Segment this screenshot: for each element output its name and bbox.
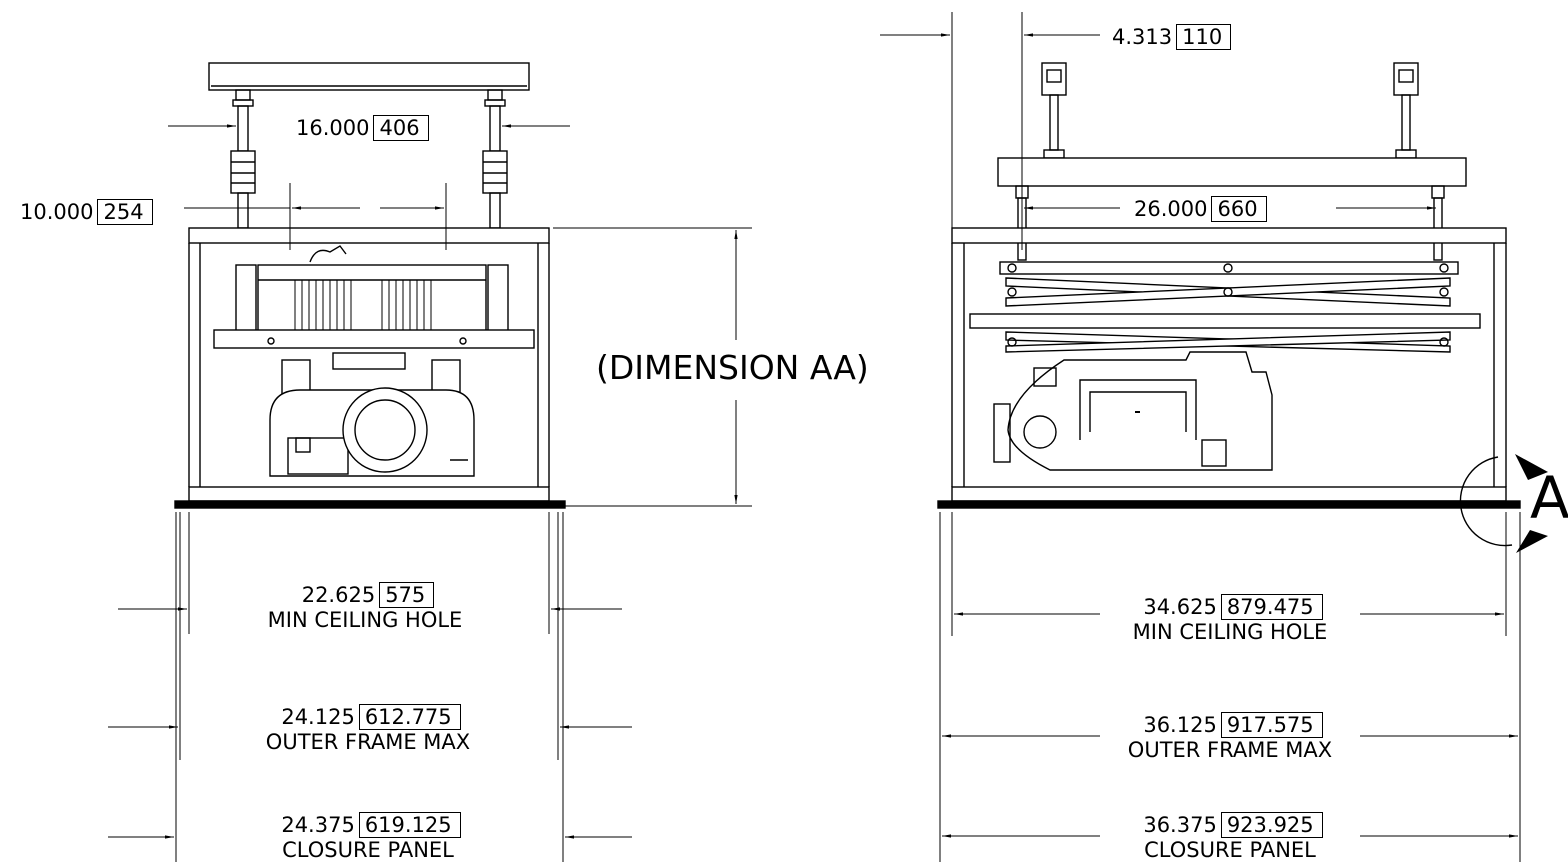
dim-value: 24.125 [281, 705, 355, 729]
dim-value: 26.000 [1134, 197, 1208, 221]
dim-value: 16.000 [296, 116, 370, 140]
right-view-assembly [937, 62, 1548, 553]
left-view-assembly [174, 62, 566, 509]
dim-metric: 612.775 [358, 703, 461, 730]
dim-caption: CLOSURE PANEL [282, 838, 454, 862]
scissor-lift [969, 261, 1481, 353]
left-projector [269, 359, 475, 477]
dim-metric: 575 [379, 581, 435, 608]
dim-caption: CLOSURE PANEL [1144, 838, 1316, 862]
dim-metric: 254 [97, 198, 153, 225]
dim-metric: 110 [1176, 23, 1232, 50]
dim-metric: 917.575 [1220, 711, 1323, 738]
right-hanger-rod [482, 89, 508, 229]
dim-height-label: (DIMENSION AA) [596, 348, 869, 387]
dimension-lines [108, 12, 1521, 862]
right-projector [993, 351, 1273, 471]
dim-metric: 406 [373, 114, 429, 141]
view-marker-arc [1459, 456, 1513, 547]
dim-metric: 879.475 [1220, 593, 1323, 620]
dim-value: 36.125 [1143, 713, 1217, 737]
dim-value: 34.625 [1143, 595, 1217, 619]
dim-value: 22.625 [301, 583, 376, 607]
dim-metric: 660 [1211, 195, 1267, 222]
dim-caption: MIN CEILING HOLE [267, 608, 463, 632]
dim-metric: 923.925 [1220, 811, 1323, 838]
dim-value: 4.313 [1112, 25, 1173, 49]
view-marker-letter: A [1530, 464, 1568, 532]
dim-value: 10.000 [20, 200, 94, 224]
dim-metric: 619.125 [358, 811, 461, 838]
dim-caption: OUTER FRAME MAX [265, 730, 471, 754]
left-hanger-rod [230, 89, 256, 229]
dim-value: 36.375 [1143, 813, 1217, 837]
dim-caption: MIN CEILING HOLE [1132, 620, 1328, 644]
dim-value: 24.375 [281, 813, 355, 837]
dim-caption: OUTER FRAME MAX [1127, 738, 1333, 762]
